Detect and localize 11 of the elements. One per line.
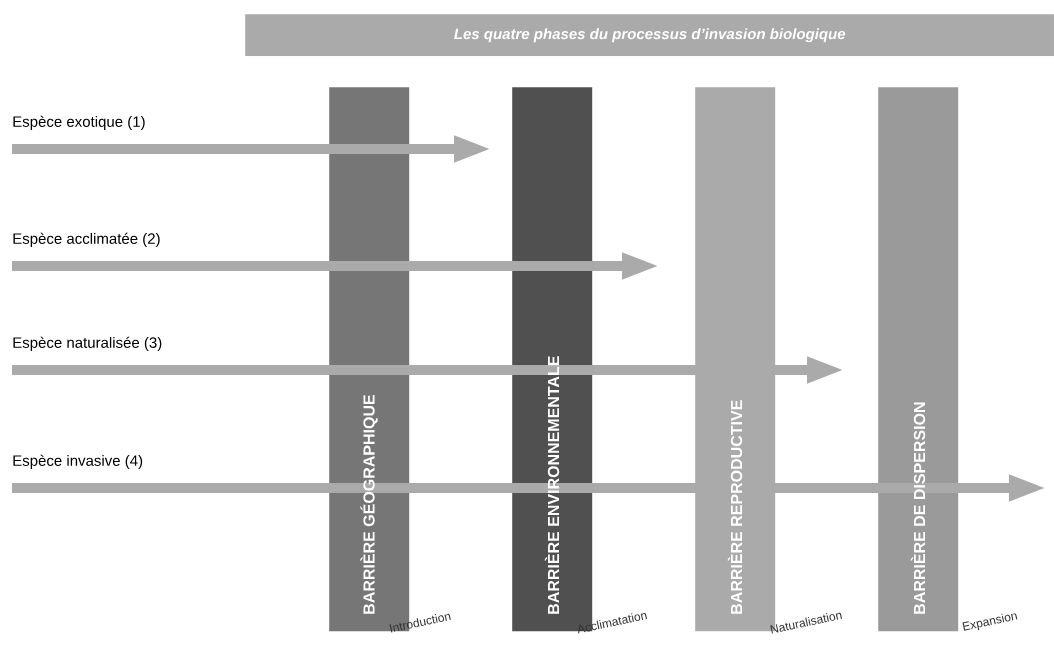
species-label: Espèce exotique (1) xyxy=(13,115,145,130)
barrier-label: BARRIÈRE ENVIRONNEMENTALE xyxy=(544,356,560,614)
barrier-label: BARRIÈRE GÉOGRAPHIQUE xyxy=(360,395,378,614)
species-label: Espèce naturalisée (3) xyxy=(13,336,162,351)
barrier-bar xyxy=(878,87,959,632)
species-label: Espèce acclimatée (2) xyxy=(13,232,160,247)
species-label: Espèce invasive (4) xyxy=(13,454,143,469)
barrier-label: BARRIÈRE REPRODUCTIVE xyxy=(727,400,743,614)
title-band: Les quatre phases du processus d’invasion biologique xyxy=(245,14,1054,57)
barrier-label: BARRIÈRE DE DISPERSION xyxy=(910,402,926,614)
phase-label: Introduction xyxy=(389,613,451,633)
